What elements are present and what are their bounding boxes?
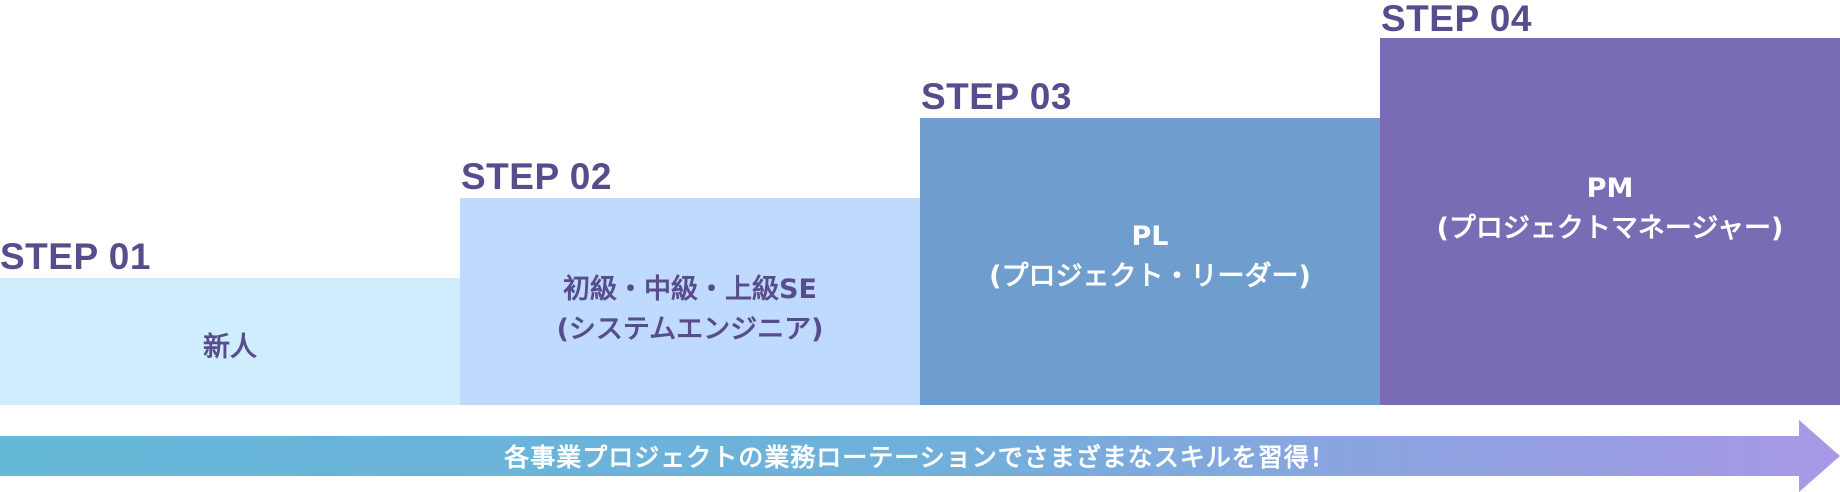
right-arrow-icon	[0, 420, 1840, 492]
step-02-title: 初級・中級・上級SE (システムエンジニア)	[556, 273, 824, 345]
step-01-label: STEP 01	[0, 236, 151, 277]
step-02-block: 初級・中級・上級SE (システムエンジニア)	[460, 198, 920, 405]
arrow-shape	[0, 420, 1840, 492]
step-01-block: 新人	[0, 278, 460, 405]
step-03-label: STEP 03	[921, 76, 1072, 117]
step-03-block: PL (プロジェクト・リーダー)	[920, 118, 1380, 405]
step-04-block: PM (プロジェクトマネージャー)	[1380, 38, 1840, 405]
step-03-title: PL (プロジェクト・リーダー)	[989, 220, 1311, 292]
step-04-title: PM (プロジェクトマネージャー)	[1436, 172, 1784, 244]
step-02-label: STEP 02	[461, 156, 612, 197]
arrow-caption: 各事業プロジェクトの業務ローテーションでさまざまなスキルを習得！	[504, 443, 1336, 472]
step-04-label: STEP 04	[1381, 0, 1532, 39]
step-01-title: 新人	[203, 331, 257, 363]
